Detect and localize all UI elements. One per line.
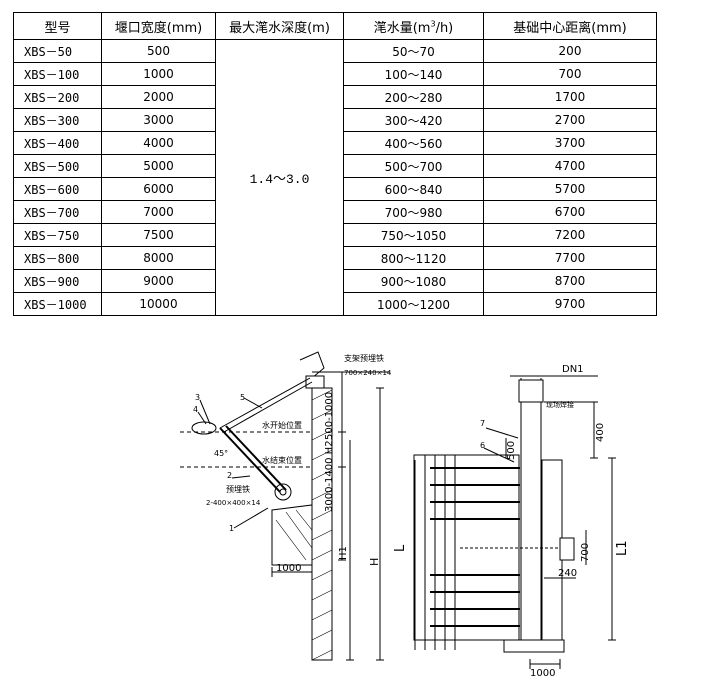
front-dim-700: 700 (580, 543, 591, 562)
cell-model: XBS－50 (13, 39, 102, 63)
base-block (271, 504, 313, 566)
support-arm (219, 377, 311, 429)
front-dn: DN1 (562, 364, 584, 375)
table-header-row: 型号 堰口宽度(mm) 最大滗水深度(m) 滗水量(m3/h) 基础中心距离(m… (13, 12, 657, 40)
cell-weir-width: 9000 (101, 269, 216, 293)
cell-center-distance: 2700 (483, 108, 657, 132)
cell-model: XBS－100 (13, 62, 102, 86)
front-dim-400: 400 (595, 423, 606, 442)
cell-weir-width: 2000 (101, 85, 216, 109)
side-bracket-label: 支架预埋铁 (344, 353, 384, 363)
callout-7: 7 (480, 419, 485, 428)
cell-model: XBS－200 (13, 85, 102, 109)
header-capacity-suffix: /h) (435, 20, 454, 36)
callout-3: 3 (195, 393, 200, 402)
front-dim-500: 500 (506, 441, 517, 460)
callout-1: 1 (229, 524, 234, 533)
wall-hatch (311, 389, 333, 661)
side-dim-top: 500-1000 (324, 392, 335, 440)
cell-model: XBS－1000 (13, 292, 102, 316)
header-center-distance: 基础中心距离(mm) (483, 12, 657, 40)
cell-model: XBS－900 (13, 269, 102, 293)
cell-center-distance: 4700 (483, 154, 657, 178)
cell-model: XBS－750 (13, 223, 102, 247)
horizontal-bars (430, 467, 520, 627)
spec-table: 型号 堰口宽度(mm) 最大滗水深度(m) 滗水量(m3/h) 基础中心距离(m… (13, 12, 657, 316)
cell-model: XBS－800 (13, 246, 102, 270)
header-capacity-sup: 3 (430, 19, 436, 29)
header-capacity-prefix: 滗水量(m (373, 20, 431, 36)
header-model: 型号 (13, 12, 102, 40)
side-dim-l: L (393, 544, 408, 552)
cell-model: XBS－500 (13, 154, 102, 178)
front-weld-label: 现场焊接 (546, 400, 574, 409)
side-dim-h: H (368, 558, 381, 566)
callout-4: 4 (193, 405, 198, 414)
front-dim-240: 240 (558, 568, 577, 579)
cell-center-distance: 5700 (483, 177, 657, 201)
cell-center-distance: 1700 (483, 85, 657, 109)
header-capacity: 滗水量(m3/h) (343, 12, 484, 40)
pivot-joint (274, 483, 292, 501)
cell-weir-width: 3000 (101, 108, 216, 132)
cell-capacity: 750～1050 (343, 223, 484, 247)
cell-weir-width: 7500 (101, 223, 216, 247)
side-bracket-size: 700×240×14 (344, 369, 392, 377)
side-water-start: 水开始位置 (262, 420, 302, 430)
header-weir-width: 堰口宽度(mm) (101, 12, 216, 40)
front-dim-base: 1000 (530, 668, 555, 679)
cell-capacity: 1000～1200 (343, 292, 484, 316)
cell-center-distance: 700 (483, 62, 657, 86)
cell-capacity: 700～980 (343, 200, 484, 224)
callout-2: 2 (227, 471, 232, 480)
cell-capacity: 800～1120 (343, 246, 484, 270)
side-water-end: 水结束位置 (262, 455, 302, 465)
cell-center-distance: 200 (483, 39, 657, 63)
cell-center-distance: 7200 (483, 223, 657, 247)
cell-max-depth: 1.4～3.0 (215, 39, 344, 316)
side-dim-mid: 3000-1400 H2 (324, 440, 335, 512)
cell-center-distance: 9700 (483, 292, 657, 316)
cell-center-distance: 6700 (483, 200, 657, 224)
top-bracket (299, 351, 325, 379)
top-pipe-flange (518, 379, 544, 403)
side-embed-size: 2-400×400×14 (206, 499, 261, 507)
drive-unit (559, 537, 575, 561)
cell-capacity: 400～560 (343, 131, 484, 155)
callout-5: 5 (240, 393, 245, 402)
side-angle: 45° (214, 449, 228, 458)
front-dim-l1: L1 (615, 540, 630, 556)
cell-weir-width: 6000 (101, 177, 216, 201)
decanter-head (191, 421, 217, 435)
cell-weir-width: 1000 (101, 62, 216, 86)
cell-model: XBS－600 (13, 177, 102, 201)
callout-6: 6 (480, 441, 485, 450)
cell-capacity: 200～280 (343, 85, 484, 109)
cell-weir-width: 5000 (101, 154, 216, 178)
decanter-pipe (219, 427, 281, 493)
cell-weir-width: 10000 (101, 292, 216, 316)
cell-capacity: 300～420 (343, 108, 484, 132)
cell-capacity: 600～840 (343, 177, 484, 201)
side-embed-label: 预埋铁 (226, 484, 250, 494)
side-dim-h1: H1 (338, 546, 349, 560)
side-rail (541, 459, 563, 641)
side-dim-base: 1000 (276, 563, 301, 574)
cell-weir-width: 7000 (101, 200, 216, 224)
